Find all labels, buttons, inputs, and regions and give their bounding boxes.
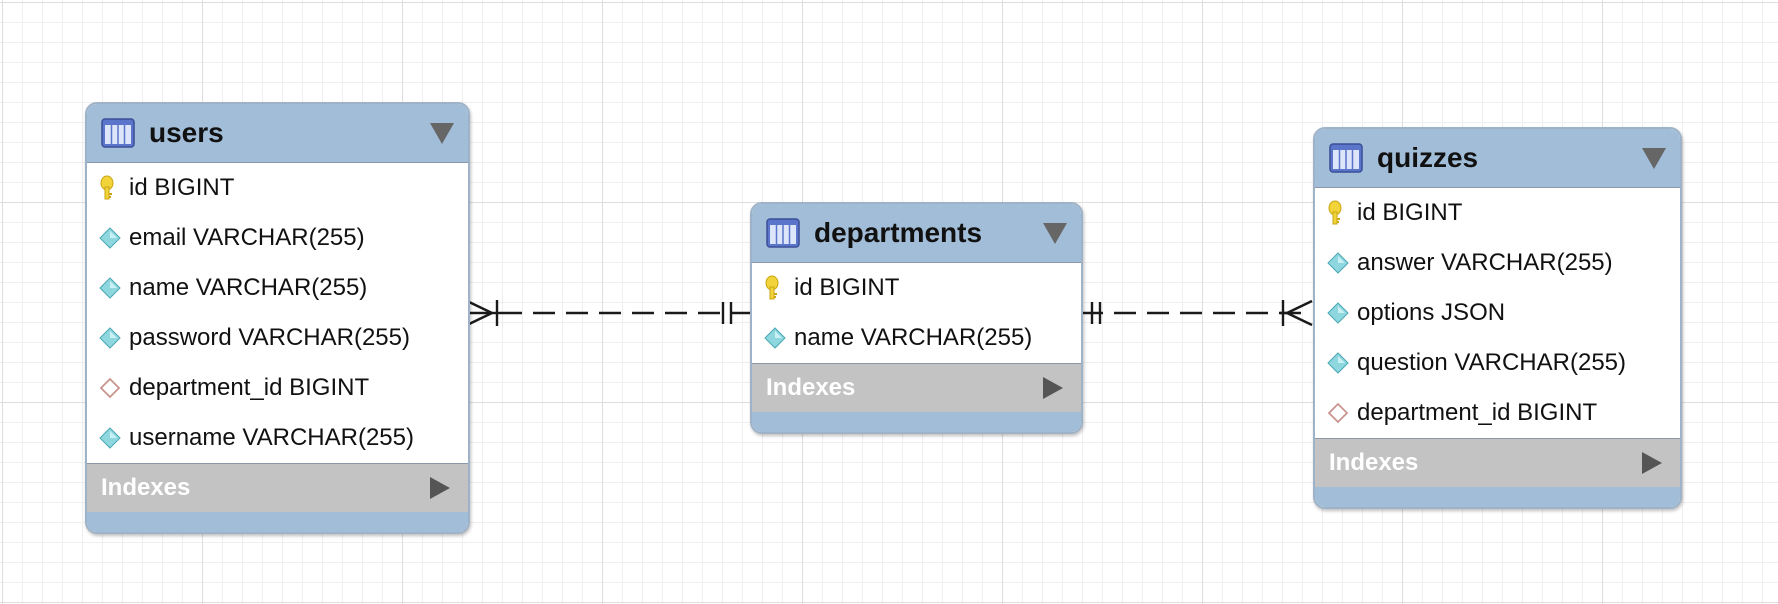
foreign-key-diamond-icon	[99, 377, 121, 399]
primary-key-icon	[100, 175, 114, 200]
column-row[interactable]: department_id BIGINT	[87, 363, 468, 413]
collapse-triangle-icon[interactable]	[1043, 222, 1067, 244]
entity-header[interactable]: departments	[752, 204, 1081, 262]
collapse-triangle-icon[interactable]	[430, 122, 454, 144]
entity-users[interactable]: users id BIGINT email VARCHAR(255)	[85, 102, 470, 534]
column-label: id BIGINT	[794, 274, 900, 301]
column-row[interactable]: id BIGINT	[87, 163, 468, 213]
expand-triangle-icon[interactable]	[1043, 377, 1063, 399]
indexes-label: Indexes	[1329, 449, 1419, 476]
indexes-section[interactable]: Indexes	[752, 364, 1081, 412]
primary-key-icon	[1328, 200, 1342, 225]
entity-footer	[87, 512, 468, 532]
column-label: id BIGINT	[129, 174, 235, 201]
column-row[interactable]: answer VARCHAR(255)	[1315, 238, 1680, 288]
column-row[interactable]: name VARCHAR(255)	[752, 313, 1081, 363]
entity-footer	[752, 412, 1081, 432]
column-diamond-icon	[99, 427, 121, 449]
indexes-label: Indexes	[101, 474, 191, 501]
column-label: department_id BIGINT	[129, 374, 370, 401]
entity-footer	[1315, 487, 1680, 507]
entity-header[interactable]: quizzes	[1315, 129, 1680, 187]
expand-triangle-icon[interactable]	[1642, 452, 1662, 474]
foreign-key-diamond-icon	[1327, 402, 1349, 424]
column-label: name VARCHAR(255)	[794, 324, 1033, 351]
column-label: options JSON	[1357, 299, 1506, 326]
column-list: id BIGINT email VARCHAR(255) name VARCHA…	[87, 162, 468, 464]
column-diamond-icon	[99, 277, 121, 299]
indexes-label: Indexes	[766, 374, 856, 401]
column-label: department_id BIGINT	[1357, 399, 1598, 426]
column-list: id BIGINT name VARCHAR(255)	[752, 262, 1081, 364]
entity-quizzes[interactable]: quizzes id BIGINT answer VARCHAR(255)	[1313, 127, 1682, 509]
column-label: answer VARCHAR(255)	[1357, 249, 1613, 276]
column-label: username VARCHAR(255)	[129, 424, 414, 451]
column-label: question VARCHAR(255)	[1357, 349, 1627, 376]
relationship-departments-quizzes[interactable]	[1081, 299, 1313, 327]
entity-title: quizzes	[1377, 142, 1479, 173]
primary-key-icon	[765, 275, 779, 300]
entity-title: departments	[814, 217, 983, 248]
column-row[interactable]: name VARCHAR(255)	[87, 263, 468, 313]
column-row[interactable]: id BIGINT	[1315, 188, 1680, 238]
column-row[interactable]: department_id BIGINT	[1315, 388, 1680, 438]
one-and-only-one-marker	[721, 302, 733, 324]
entity-departments[interactable]: departments id BIGINT name VARCHAR(255)	[750, 202, 1083, 434]
column-list: id BIGINT answer VARCHAR(255) options JS…	[1315, 187, 1680, 439]
column-row[interactable]: id BIGINT	[752, 263, 1081, 313]
relationship-users-departments[interactable]	[466, 299, 753, 327]
column-diamond-icon	[1327, 252, 1349, 274]
column-diamond-icon	[1327, 302, 1349, 324]
column-label: password VARCHAR(255)	[129, 324, 410, 351]
column-row[interactable]: question VARCHAR(255)	[1315, 338, 1680, 388]
column-label: name VARCHAR(255)	[129, 274, 368, 301]
expand-triangle-icon[interactable]	[430, 477, 450, 499]
column-label: email VARCHAR(255)	[129, 224, 365, 251]
column-row[interactable]: options JSON	[1315, 288, 1680, 338]
column-row[interactable]: email VARCHAR(255)	[87, 213, 468, 263]
indexes-section[interactable]: Indexes	[87, 464, 468, 512]
column-diamond-icon	[1327, 352, 1349, 374]
column-label: id BIGINT	[1357, 199, 1463, 226]
table-icon	[1329, 143, 1363, 173]
entity-title: users	[149, 117, 224, 148]
column-diamond-icon	[99, 327, 121, 349]
entity-header[interactable]: users	[87, 104, 468, 162]
table-icon	[101, 118, 135, 148]
one-and-only-one-marker	[1090, 302, 1102, 324]
collapse-triangle-icon[interactable]	[1642, 147, 1666, 169]
indexes-section[interactable]: Indexes	[1315, 439, 1680, 487]
crow-foot-many-marker	[1280, 299, 1313, 327]
column-row[interactable]: password VARCHAR(255)	[87, 313, 468, 363]
column-row[interactable]: username VARCHAR(255)	[87, 413, 468, 463]
column-diamond-icon	[764, 327, 786, 349]
table-icon	[766, 218, 800, 248]
column-diamond-icon	[99, 227, 121, 249]
crow-foot-many-marker	[466, 299, 500, 327]
